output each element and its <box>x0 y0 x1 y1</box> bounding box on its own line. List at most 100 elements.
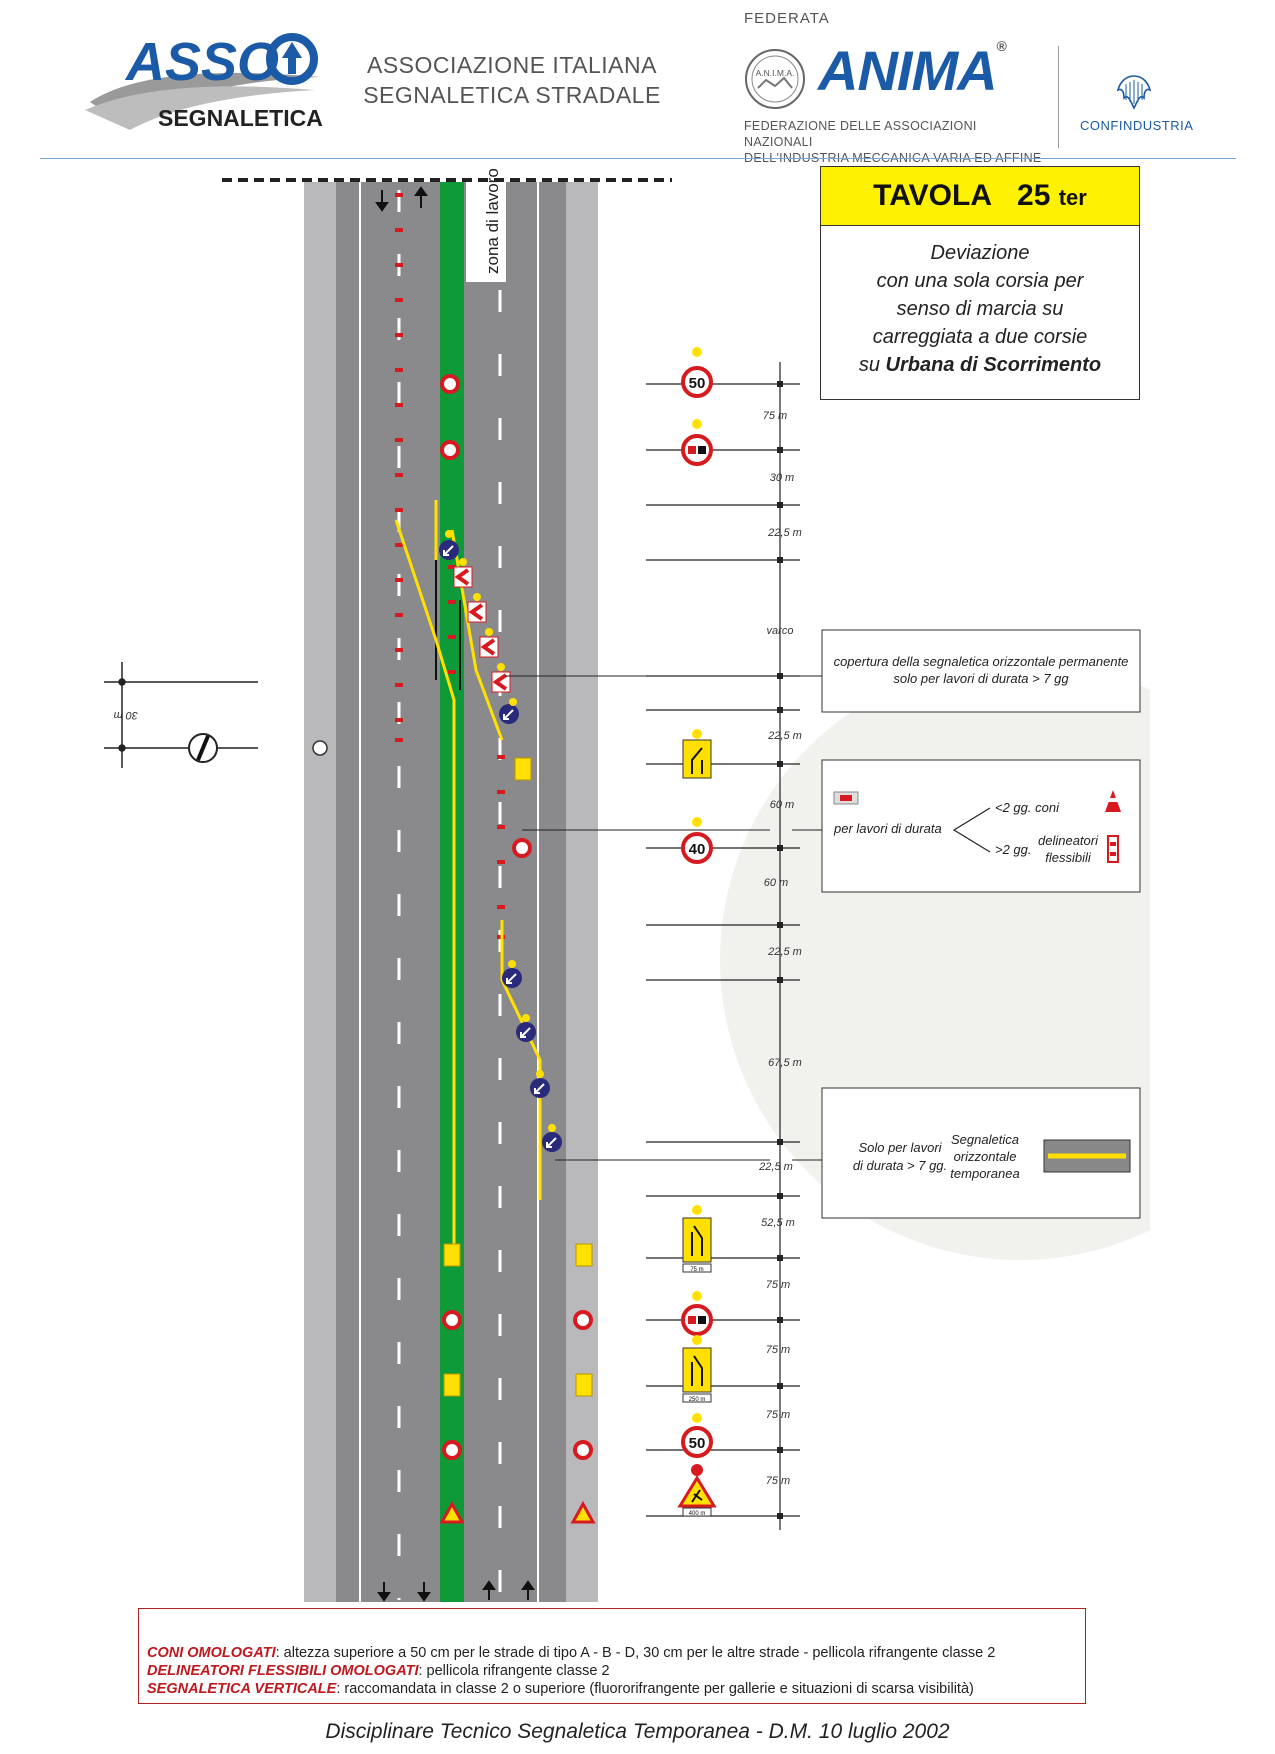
tavola-desc-5-bold: Urbana di Scorrimento <box>885 354 1102 376</box>
tavola-desc-5: su Urbana di Scorrimento <box>821 351 1139 379</box>
speed-limit-50-text-2: 50 <box>689 1435 706 1452</box>
footer-caption: Disciplinare Tecnico Segnaletica Tempora… <box>325 1720 950 1743</box>
dim-label-1: 75 m <box>763 410 787 422</box>
anima-registered: ® <box>996 38 1007 54</box>
association-line-1: ASSOCIAZIONE ITALIANA <box>367 52 657 78</box>
dim-label-15: 75 m <box>766 1475 790 1487</box>
road-warning-triangles <box>439 1500 596 1524</box>
direction-arrows <box>375 186 535 1602</box>
tavola-title-word: TAVOLA <box>873 179 992 212</box>
solo-line-1: Solo per lavori <box>858 1140 942 1155</box>
delin-label-1: delineatori <box>1038 833 1099 848</box>
dim-label-3: 22,5 m <box>767 527 802 539</box>
dim-label-4: varco <box>767 625 794 637</box>
no-overtaking-icon-2 <box>681 1304 713 1336</box>
legend-delin-text: : pellicola rifrangente classe 2 <box>418 1663 610 1679</box>
dimension-ticks <box>777 381 783 1519</box>
delin-pre-label: >2 gg. <box>995 842 1032 857</box>
association-line-2: SEGNALETICA STRADALE <box>363 82 661 108</box>
dim-label-6: 60 m <box>770 799 794 811</box>
lane-shift-sign-icon <box>682 739 712 779</box>
legend-vert-text: : raccomandata in classe 2 o superiore (… <box>336 1681 974 1697</box>
speed-limit-40-text: 40 <box>689 841 706 858</box>
arrow-glyphs <box>443 545 557 1148</box>
anima-seal-text: A.N.I.M.A. <box>756 68 795 78</box>
speed-limit-50-text: 50 <box>689 375 706 392</box>
lane-closure-sign-icon-2 <box>682 1347 712 1393</box>
legend-coni-key: CONI OMOLOGATI <box>147 1645 276 1661</box>
chevron-panels <box>453 566 511 693</box>
segn-line-1: Segnaletica <box>951 1132 1019 1147</box>
speed-limit-50-icon <box>681 366 713 398</box>
copertura-line-2: solo per lavori di durata > 7 gg <box>893 671 1069 686</box>
anima-subtitle-1: FEDERAZIONE DELLE ASSOCIAZIONI NAZIONALI <box>744 119 977 149</box>
road-yellow-panels <box>443 757 593 1397</box>
tavola-description: Deviazione con una sola corsia per senso… <box>821 239 1139 379</box>
tavola-suffix: ter <box>1058 185 1087 210</box>
tavola-desc-4: carreggiata a due corsie <box>872 326 1088 348</box>
no-overtaking-icon <box>681 434 713 466</box>
dimension-labels: 75 m 30 m 22,5 m varco 22,5 m 60 m 60 m … <box>758 410 802 1487</box>
panel-400-text: 400 m <box>689 1511 706 1517</box>
dim-label-12: 75 m <box>766 1279 790 1291</box>
median-strip <box>440 182 464 1602</box>
dim-label-10: 22,5 m <box>758 1161 793 1173</box>
flashing-lamps <box>445 530 556 1132</box>
dim-label-7: 60 m <box>764 877 788 889</box>
segnaletica-text: SEGNALETICA <box>158 105 323 131</box>
legend-delin-key: DELINEATORI FLESSIBILI OMOLOGATI <box>147 1663 419 1679</box>
red-delineators-left <box>395 193 505 939</box>
header-rule <box>40 158 1236 159</box>
asso-text: ASSO <box>124 32 279 92</box>
legend-box: CONI OMOLOGATI: altezza superiore a 50 c… <box>138 1608 1086 1704</box>
reference-marker <box>312 740 328 756</box>
dimension-chain <box>646 362 800 1530</box>
tavola-title: TAVOLA 25 ter <box>821 167 1139 226</box>
speed-limit-40-icon <box>681 832 713 864</box>
delin-label-2: flessibili <box>1045 850 1092 865</box>
leader-lines <box>505 675 822 1161</box>
panel-250-text: 250 m <box>689 1397 706 1403</box>
solo-line-2: di durata > 7 gg. <box>853 1158 947 1173</box>
confindustria-eagle-icon <box>1116 75 1152 110</box>
legend-segnaletica: SEGNALETICA VERTICALE: raccomandata in c… <box>147 1681 974 1698</box>
dim-label-5: 22,5 m <box>767 730 802 742</box>
tavola-number: 25 <box>1017 179 1051 212</box>
dim-label-14: 75 m <box>766 1409 790 1421</box>
road-prohibition-signs <box>440 374 593 1460</box>
tavola-desc-2: con una sola corsia per <box>876 270 1084 292</box>
work-zone <box>466 182 506 282</box>
segn-line-2: orizzontale <box>954 1149 1017 1164</box>
dim-label-11: 52,5 m <box>761 1217 795 1229</box>
legend-delineatori: DELINEATORI FLESSIBILI OMOLOGATI: pellic… <box>147 1663 610 1680</box>
right-carriageway <box>464 182 566 1602</box>
dim-label-2: 30 m <box>770 472 794 484</box>
tavola-desc-3: senso di marcia su <box>896 298 1064 320</box>
tavola-desc-5-pre: su <box>858 354 880 376</box>
left-dimension <box>104 662 258 768</box>
tavola-box: TAVOLA 25 ter Deviazione con una sola co… <box>820 166 1140 400</box>
anima-logo: ANIMA® <box>818 38 1007 103</box>
info-box-copertura <box>821 629 1141 713</box>
coni-label: <2 gg. coni <box>995 800 1060 815</box>
federata-label: FEDERATA <box>744 10 830 27</box>
segn-line-3: temporanea <box>950 1166 1019 1181</box>
dim-label-8: 22,5 m <box>767 946 802 958</box>
dim-label-13: 75 m <box>766 1344 790 1356</box>
confindustria-label: CONFINDUSTRIA <box>1080 118 1194 133</box>
lane-closure-sign-icon <box>682 1217 712 1263</box>
legend-coni: CONI OMOLOGATI: altezza superiore a 50 c… <box>147 1645 995 1662</box>
info-box-durata <box>821 759 1141 893</box>
left-dimension-label: 30 m <box>114 709 138 721</box>
roadside-signs: 50 40 75 m 250 m 50 <box>677 347 717 1517</box>
road-works-sign-icon <box>677 1475 717 1508</box>
header-separator <box>1058 46 1059 148</box>
speed-limit-50-icon-2 <box>681 1426 713 1458</box>
work-zone-label: zona di lavoro <box>483 168 502 274</box>
copertura-line-1: copertura della segnaletica orizzontale … <box>834 654 1129 669</box>
anima-text: ANIMA <box>818 39 998 102</box>
tavola-desc-1: Deviazione <box>930 242 1030 264</box>
dim-label-9: 67,5 m <box>768 1057 802 1069</box>
panel-75-text: 75 m <box>690 1267 703 1273</box>
